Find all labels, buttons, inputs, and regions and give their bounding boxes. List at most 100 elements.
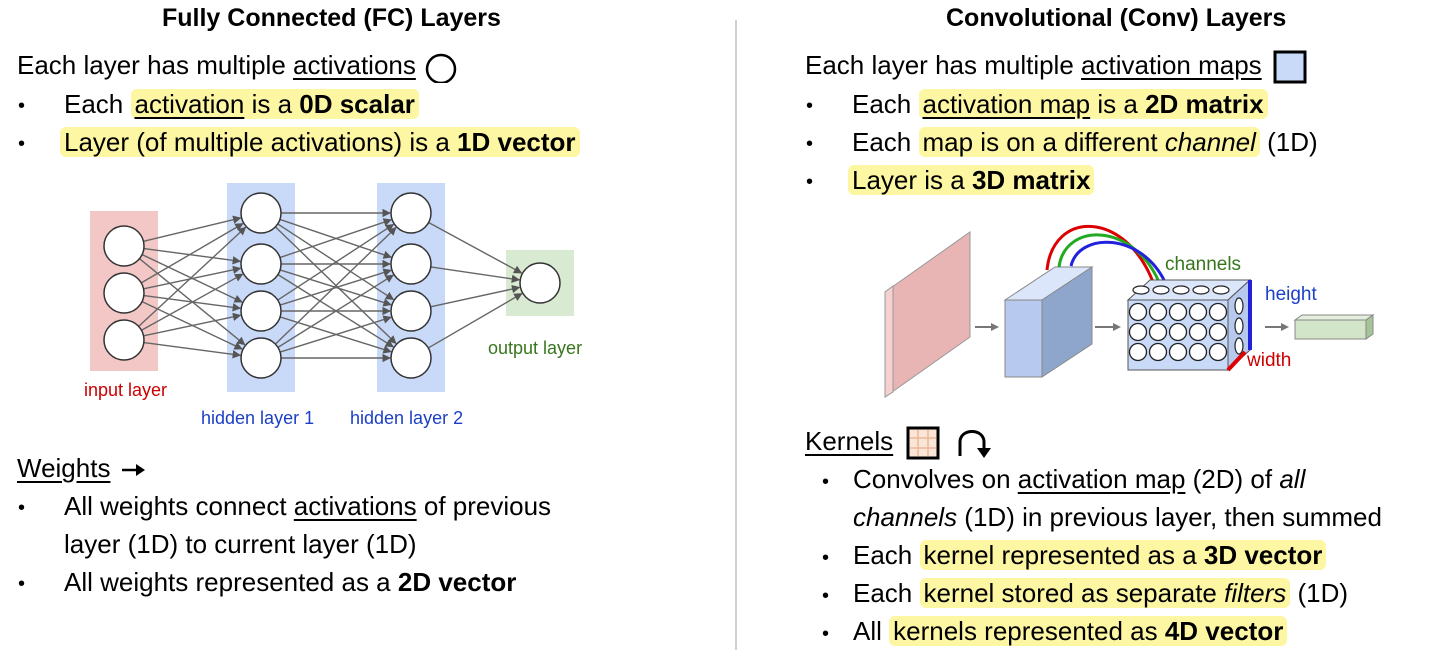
k1-map: activation map bbox=[1017, 464, 1186, 494]
output-layer-label: output layer bbox=[488, 338, 582, 358]
green-arc bbox=[1057, 233, 1161, 283]
conv-b3-bold: 3D matrix bbox=[971, 165, 1091, 195]
fc-b2-pre: Layer (of multiple activations) is a bbox=[64, 127, 458, 157]
weight-edge bbox=[277, 223, 395, 301]
red-arc bbox=[1045, 224, 1155, 283]
activation-cell-side bbox=[1234, 317, 1244, 335]
kernel-bullet-2: Each kernel represented as a 3D vector bbox=[853, 539, 1327, 571]
hidden-layer-1-label: hidden layer 1 bbox=[201, 408, 314, 428]
kernels-label: Kernels bbox=[805, 426, 894, 456]
activation-cell bbox=[1208, 342, 1228, 362]
k1-channels: channels bbox=[853, 502, 958, 532]
arrow-right-icon bbox=[121, 464, 145, 477]
k3-post: (1D) bbox=[1290, 578, 1349, 608]
feature-map-cells bbox=[1128, 285, 1244, 362]
weight-edge bbox=[279, 315, 392, 353]
k2-bold: 3D vector bbox=[1203, 540, 1323, 570]
kernel-bullet-3: Each kernel stored as separate filters (… bbox=[853, 577, 1348, 609]
loop-arrow-icon bbox=[958, 430, 991, 459]
weight-edge bbox=[143, 247, 242, 265]
mid-volume-front bbox=[1004, 299, 1043, 378]
activation-cell bbox=[1168, 302, 1188, 322]
bullet-icon: • bbox=[806, 95, 814, 117]
activation-cell-top bbox=[1212, 285, 1230, 295]
neuron-node bbox=[390, 243, 432, 285]
kernel-bullet-1-line2: channels (1D) in previous layer, then su… bbox=[853, 501, 1382, 533]
activation-cell bbox=[1128, 322, 1148, 342]
activation-cell bbox=[1168, 342, 1188, 362]
w1-post: of previous bbox=[416, 491, 552, 521]
weight-edge bbox=[143, 341, 242, 359]
conv-intro-line: Each layer has multiple activation maps bbox=[805, 49, 1309, 84]
k1-mid: (2D) of bbox=[1185, 464, 1280, 494]
input-volume bbox=[884, 231, 971, 398]
square-icon bbox=[1273, 50, 1307, 84]
activation-cell bbox=[1208, 302, 1228, 322]
kernels-heading: Kernels bbox=[805, 425, 992, 460]
bullet-icon: • bbox=[822, 471, 830, 493]
weight-edge bbox=[277, 274, 394, 348]
conv-intro-maps: activation maps bbox=[1081, 50, 1262, 80]
weights-label: Weights bbox=[17, 453, 111, 483]
weights-heading: Weights bbox=[17, 452, 148, 484]
neuron-node bbox=[240, 243, 282, 285]
activation-cell bbox=[1188, 322, 1208, 342]
activation-cell-top bbox=[1192, 285, 1210, 295]
conv-b1-bold: 2D matrix bbox=[1145, 89, 1264, 119]
conv-diagram: channels height width bbox=[884, 224, 1375, 398]
neuron-node bbox=[240, 337, 282, 379]
k1-line2-post: (1D) in previous layer, then summed bbox=[957, 502, 1382, 532]
weight-edge bbox=[279, 268, 392, 306]
fc-output-front bbox=[1294, 319, 1367, 340]
hidden-layer-2-label: hidden layer 2 bbox=[350, 408, 463, 428]
blue-arc bbox=[1069, 240, 1167, 283]
fc-bullet-1: Each activation is a 0D scalar bbox=[64, 88, 419, 120]
weight-edge bbox=[279, 218, 392, 259]
neuron-node bbox=[240, 192, 282, 234]
weight-edge bbox=[138, 226, 247, 327]
fc-bullet-2: Layer (of multiple activations) is a 1D … bbox=[60, 126, 580, 158]
bullet-icon: • bbox=[18, 133, 26, 155]
activation-cell-top bbox=[1132, 285, 1150, 295]
w1-activations: activations bbox=[293, 491, 417, 521]
conv-intro-text: Each layer has multiple bbox=[805, 50, 1082, 80]
circle-icon bbox=[425, 53, 457, 84]
activation-cell bbox=[1128, 302, 1148, 322]
conv-b1-map: activation map bbox=[922, 89, 1091, 119]
conv-b3-hl: Layer is a bbox=[852, 165, 972, 195]
arrow-3-head bbox=[1281, 323, 1289, 331]
conv-bullet-2: Each map is on a different channel (1D) bbox=[852, 126, 1318, 158]
activation-cell bbox=[1208, 322, 1228, 342]
weights-bullet-2: All weights represented as a 2D vector bbox=[64, 566, 516, 598]
conv-b2-hl: map is on a different bbox=[922, 127, 1165, 157]
arrow-2-head bbox=[1113, 323, 1121, 331]
weights-bullet-1-line2: layer (1D) to current layer (1D) bbox=[64, 529, 417, 559]
neuron-node bbox=[390, 192, 432, 234]
fc-network-diagram: input layer hidden layer 1 hidden layer … bbox=[84, 183, 582, 428]
fc-b1-bold: 0D scalar bbox=[299, 89, 415, 119]
bullet-icon: • bbox=[18, 497, 26, 519]
bullet-icon: • bbox=[822, 585, 830, 607]
weight-edge bbox=[141, 273, 244, 331]
kernel-grid-icon bbox=[906, 426, 940, 460]
k1-pre: Convolves on bbox=[853, 464, 1018, 494]
k4-bold: 4D vector bbox=[1164, 616, 1284, 646]
fc-b2-bold: 1D vector bbox=[457, 127, 576, 157]
bullet-icon: • bbox=[822, 547, 830, 569]
k2-pre: Each bbox=[853, 540, 920, 570]
k4-hl: kernels represented as bbox=[893, 616, 1165, 646]
activation-cell bbox=[1148, 322, 1168, 342]
w2-bold: 2D vector bbox=[397, 567, 517, 597]
bullet-icon: • bbox=[806, 133, 814, 155]
bullet-icon: • bbox=[18, 573, 26, 595]
bullet-icon: • bbox=[18, 95, 26, 117]
column-divider bbox=[735, 20, 737, 650]
conv-title: Convolutional (Conv) Layers bbox=[946, 4, 1287, 32]
k3-hl: kernel stored as separate bbox=[923, 578, 1225, 608]
conv-b1-pre: Each bbox=[852, 89, 919, 119]
kernel-bullet-1: Convolves on activation map (2D) of all bbox=[853, 463, 1305, 495]
weight-edge bbox=[140, 222, 244, 284]
w2-pre: All weights represented as a bbox=[64, 567, 398, 597]
weight-edge bbox=[427, 292, 523, 349]
conv-b2-it: channel bbox=[1164, 127, 1256, 157]
